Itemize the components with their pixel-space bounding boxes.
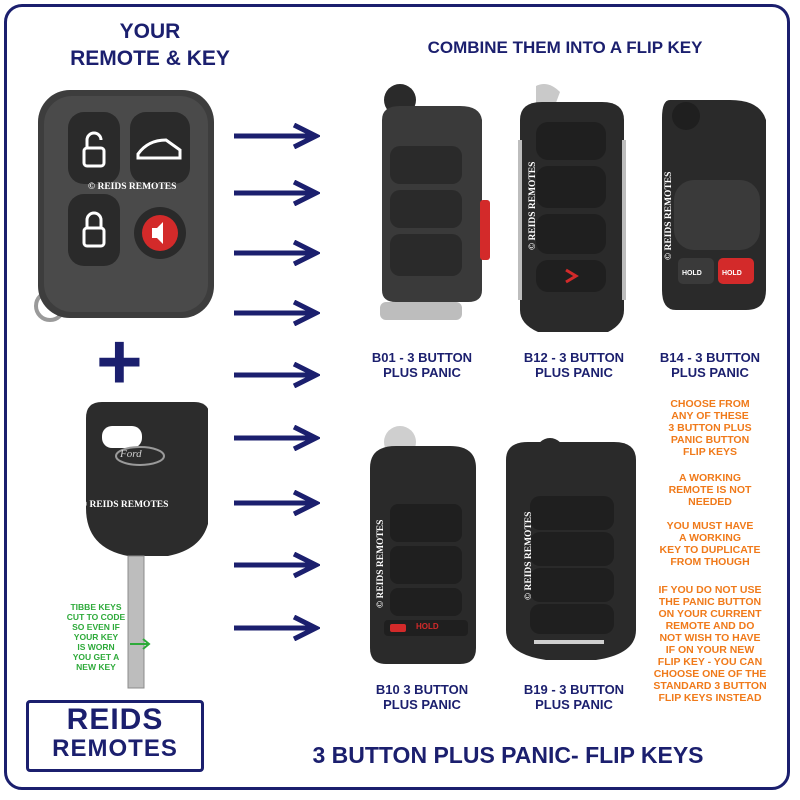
logo-line2: REMOTES bbox=[52, 735, 178, 762]
arrow-right-icon bbox=[234, 300, 320, 326]
plus-symbol: + bbox=[96, 317, 143, 406]
tibbe-note: TIBBE KEYS CUT TO CODE SO EVEN IF YOUR K… bbox=[66, 602, 126, 672]
side-note-panic: IF YOU DO NOT USE THE PANIC BUTTON ON YO… bbox=[653, 584, 767, 704]
side-note-choose: CHOOSE FROM ANY OF THESE 3 BUTTON PLUS P… bbox=[668, 398, 752, 458]
flip-key-b01-image bbox=[352, 80, 492, 330]
flip-key-b19-image bbox=[500, 430, 640, 670]
hold-label-1: HOLD bbox=[682, 270, 702, 277]
original-remote-image bbox=[30, 88, 220, 338]
header-your-remote: YOUR REMOTE & KEY bbox=[40, 18, 260, 72]
side-note-working-key: YOU MUST HAVE A WORKING KEY TO DUPLICATE… bbox=[659, 520, 761, 568]
flip-key-b12-image bbox=[506, 80, 636, 340]
watermark-b10: © REIDS REMOTES bbox=[376, 519, 386, 608]
watermark-b12: © REIDS REMOTES bbox=[528, 161, 538, 250]
ford-key-image bbox=[68, 398, 210, 698]
green-arrow-icon bbox=[130, 638, 151, 650]
page-frame bbox=[4, 4, 790, 790]
hold-label-2: HOLD bbox=[722, 270, 742, 277]
arrow-right-icon bbox=[234, 240, 320, 266]
watermark-remote: © REIDS REMOTES bbox=[88, 182, 177, 192]
arrow-right-icon bbox=[234, 490, 320, 516]
watermark-b14: © REIDS REMOTES bbox=[664, 171, 674, 260]
footer-title: 3 BUTTON PLUS PANIC- FLIP KEYS bbox=[312, 742, 704, 768]
ford-logo-text: Ford bbox=[120, 448, 142, 460]
flip-key-b14-image bbox=[650, 90, 780, 320]
flip-key-b10-image bbox=[356, 420, 486, 670]
arrow-right-icon bbox=[234, 425, 320, 451]
arrow-right-icon bbox=[234, 362, 320, 388]
arrow-right-icon bbox=[234, 552, 320, 578]
hold-label-b10: HOLD bbox=[416, 622, 439, 631]
arrow-right-icon bbox=[234, 615, 320, 641]
header-combine: COMBINE THEM INTO A FLIP KEY bbox=[427, 38, 703, 57]
watermark-b01: © REIDS REMOTES bbox=[372, 169, 382, 258]
side-note-working-remote: A WORKING REMOTE IS NOT NEEDED bbox=[668, 472, 752, 508]
arrow-right-icon bbox=[234, 123, 320, 149]
header-left-line1: YOUR bbox=[119, 20, 181, 43]
arrow-right-icon bbox=[234, 180, 320, 206]
logo-line1: REIDS bbox=[66, 703, 164, 736]
watermark-b19: © REIDS REMOTES bbox=[524, 511, 534, 600]
header-left-line2: REMOTE & KEY bbox=[70, 47, 230, 70]
watermark-key: © REIDS REMOTES bbox=[80, 500, 169, 510]
reids-remotes-logo: REIDS REMOTES bbox=[26, 700, 204, 772]
